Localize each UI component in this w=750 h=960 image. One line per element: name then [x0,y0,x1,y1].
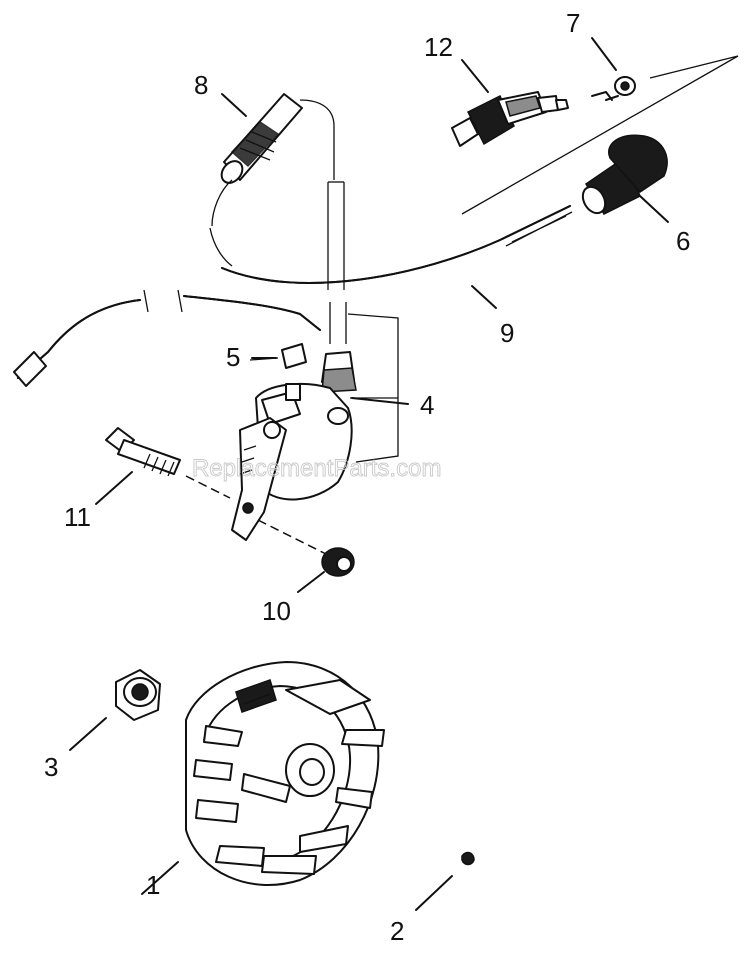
callout-10: 10 [262,596,291,626]
callout-8: 8 [194,70,208,100]
watermark: ReplacementParts.com [192,455,441,482]
callout-12: 12 [424,32,453,62]
part-5-clip[interactable] [249,343,307,369]
callout-5: 5 [226,342,240,372]
ignition-module[interactable] [231,382,353,541]
part-6-boot[interactable] [578,134,668,217]
callout-9: 9 [500,318,514,348]
callout-7: 7 [566,8,580,38]
ignition-wire[interactable] [13,289,321,387]
part-9-lead[interactable] [209,99,573,284]
callout-1: 1 [146,870,160,900]
coil-lead-section [327,181,347,344]
assembly-line-6-7 [461,55,739,215]
callout-11: 11 [64,502,91,532]
callout-6: 6 [676,226,690,256]
leader-lines [69,37,669,911]
part-7-clip[interactable] [591,76,636,101]
callout-2: 2 [390,916,404,946]
callout-4: 4 [420,390,434,420]
callout-3: 3 [44,752,58,782]
part-10-spacer[interactable] [257,519,355,577]
part-2-key[interactable] [461,851,475,866]
part-1-flywheel[interactable] [185,661,385,886]
part-12-spark-plug[interactable] [451,91,569,147]
part-8-sleeve[interactable] [217,93,303,187]
part-11-bolt[interactable] [105,427,231,499]
part-3-nut[interactable] [115,669,161,721]
